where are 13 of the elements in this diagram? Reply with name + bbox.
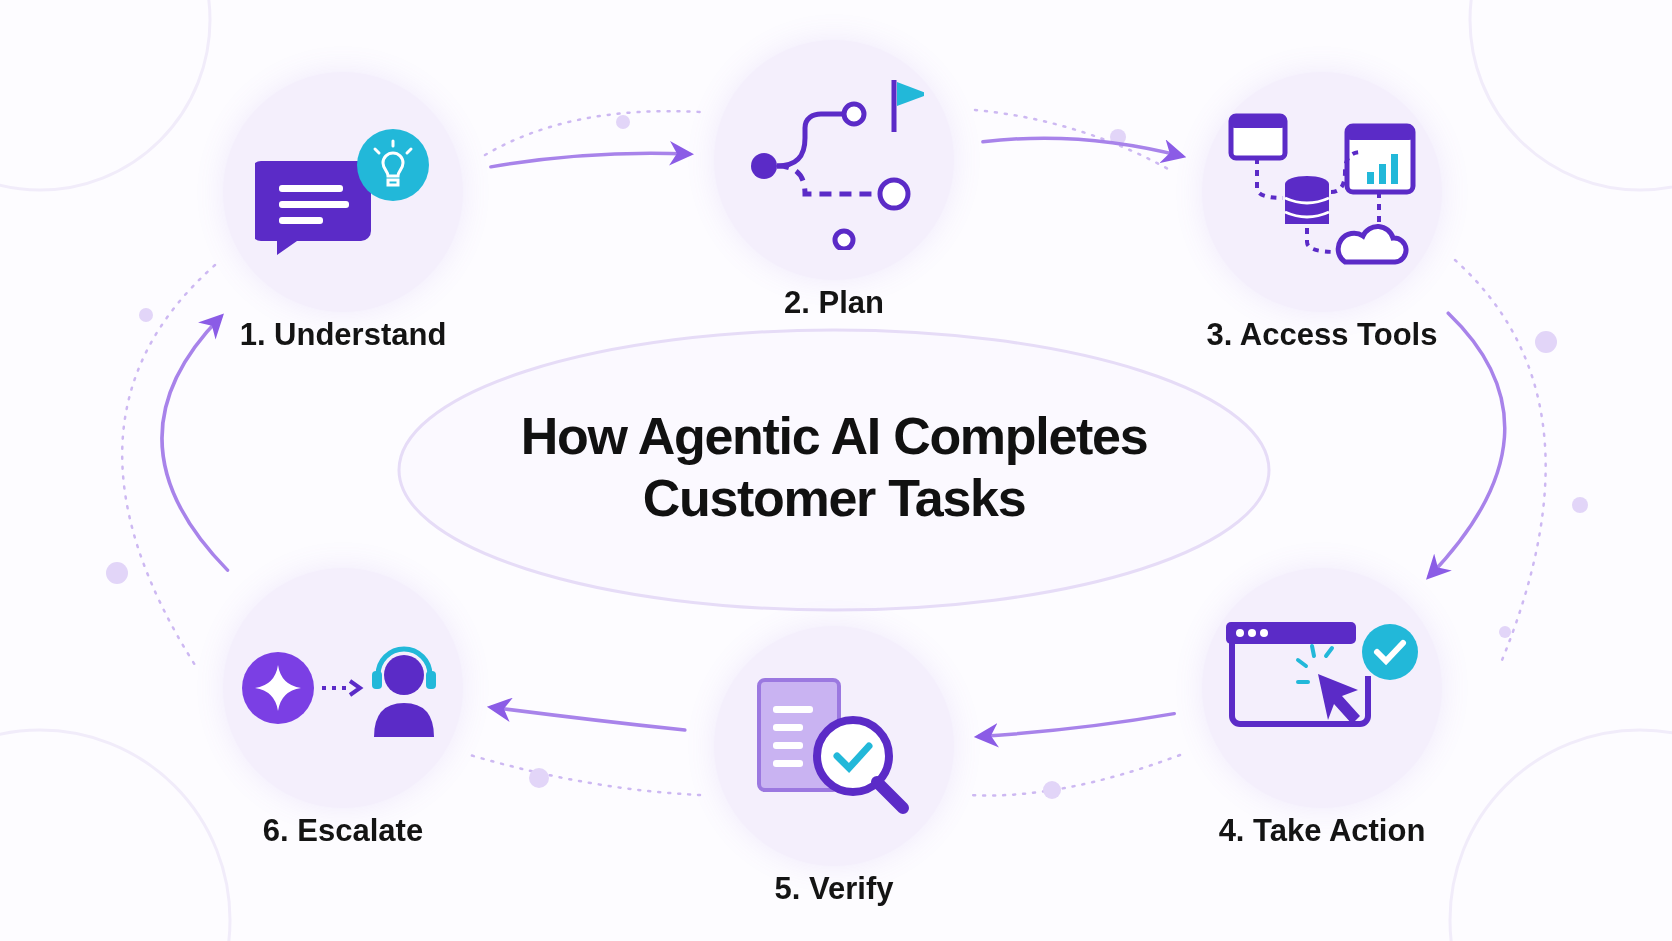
step-label: 4. Take Action — [1218, 812, 1426, 850]
curved-arrow — [981, 136, 1187, 164]
curved-arrow — [1426, 311, 1507, 580]
diagram-title: How Agentic AI Completes Customer Tasks — [519, 406, 1149, 529]
curved-arrow — [489, 141, 694, 169]
step-label: 3. Access Tools — [1206, 316, 1438, 354]
step-label: 1. Understand — [239, 316, 447, 354]
curved-arrow — [160, 313, 230, 572]
step-label: 5. Verify — [774, 870, 894, 908]
curved-arrow — [486, 697, 687, 732]
step-label: 2. Plan — [784, 284, 884, 322]
step-label: 6. Escalate — [262, 812, 424, 850]
curved-arrow — [973, 711, 1176, 748]
